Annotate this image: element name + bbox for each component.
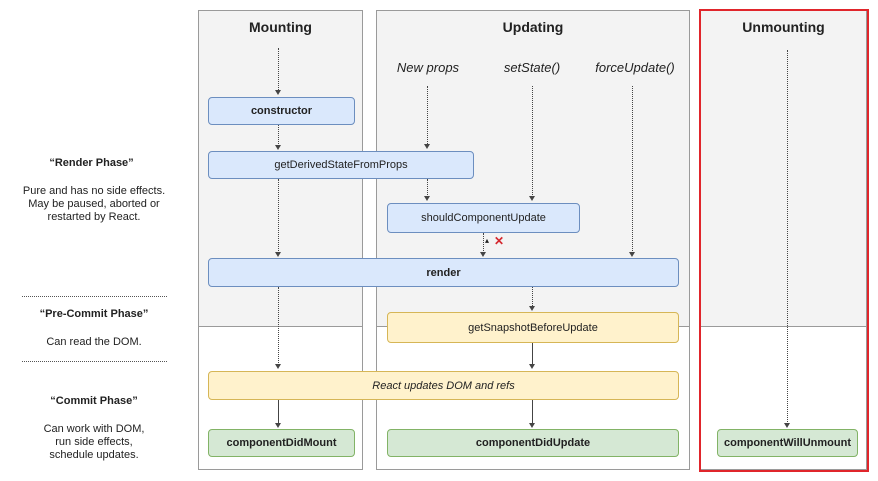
connector-render-to-react-updates xyxy=(278,287,279,365)
get-snapshot-box: getSnapshotBeforeUpdate xyxy=(387,312,679,343)
commit-phase-title: “Commit Phase” xyxy=(50,395,138,407)
connector-unmount xyxy=(787,50,788,424)
connector-react-updates-to-did-mount xyxy=(278,400,279,423)
trigger-set-state: setState() xyxy=(503,60,561,75)
connector-react-updates-to-did-update xyxy=(532,400,533,423)
constructor-box: constructor xyxy=(208,97,355,125)
connector-new-props xyxy=(427,86,428,144)
arrowhead xyxy=(529,306,535,311)
commit-phase-desc-2: run side effects, xyxy=(55,436,133,448)
phase-separator xyxy=(22,296,167,297)
commit-phase-desc-1: Can work with DOM, xyxy=(43,423,145,435)
connector-constructor-to-derived xyxy=(278,125,279,146)
unmounting-title: Unmounting xyxy=(742,19,825,35)
get-derived-state-box: getDerivedStateFromProps xyxy=(208,151,474,179)
precommit-phase-desc-1: Can read the DOM. xyxy=(46,336,142,348)
component-did-update-box: componentDidUpdate xyxy=(387,429,679,457)
arrowhead xyxy=(275,364,281,369)
should-component-update-box: shouldComponentUpdate xyxy=(387,203,580,233)
mounting-phase-divider xyxy=(199,326,362,327)
precommit-phase-title: “Pre-Commit Phase” xyxy=(39,308,149,320)
render-phase-desc-3: restarted by React. xyxy=(47,211,141,223)
mounting-title: Mounting xyxy=(249,19,312,35)
component-will-unmount-box: componentWillUnmount xyxy=(717,429,858,457)
react-updates-box: React updates DOM and refs xyxy=(208,371,679,400)
arrowhead xyxy=(275,145,281,150)
connector-force-update xyxy=(632,86,633,253)
arrowhead xyxy=(529,423,535,428)
render-phase-title: “Render Phase” xyxy=(49,157,134,169)
arrowhead xyxy=(275,423,281,428)
arrowhead xyxy=(424,196,430,201)
phase-separator xyxy=(22,361,167,362)
connector-derived-to-should-update xyxy=(427,179,428,197)
arrowhead xyxy=(784,423,790,428)
connector-snapshot-to-react-updates xyxy=(532,343,533,365)
commit-phase-desc-3: schedule updates. xyxy=(49,449,139,461)
connector-render-to-snapshot xyxy=(532,287,533,306)
arrowhead xyxy=(275,90,281,95)
connector-derived-to-render xyxy=(278,179,279,253)
trigger-new-props: New props xyxy=(396,60,460,75)
render-phase-desc-1: Pure and has no side effects. xyxy=(22,185,166,197)
rejected-update-icon: ✕ xyxy=(494,234,505,248)
component-did-mount-box: componentDidMount xyxy=(208,429,355,457)
unmounting-highlight-frame xyxy=(699,9,869,472)
updating-title: Updating xyxy=(502,19,564,35)
arrowhead xyxy=(275,252,281,257)
unmounting-phase-divider xyxy=(701,326,866,327)
arrowhead xyxy=(424,144,430,149)
rejected-update-arrow: ▴ xyxy=(485,236,490,245)
connector-mount-to-constructor xyxy=(278,48,279,90)
arrowhead xyxy=(529,364,535,369)
connector-should-update-to-render xyxy=(483,233,484,253)
render-phase-desc-2: May be paused, aborted or xyxy=(28,198,160,210)
arrowhead xyxy=(629,252,635,257)
render-box: render xyxy=(208,258,679,287)
trigger-force-update: forceUpdate() xyxy=(595,60,675,75)
arrowhead xyxy=(529,196,535,201)
arrowhead xyxy=(480,252,486,257)
connector-set-state xyxy=(532,86,533,197)
